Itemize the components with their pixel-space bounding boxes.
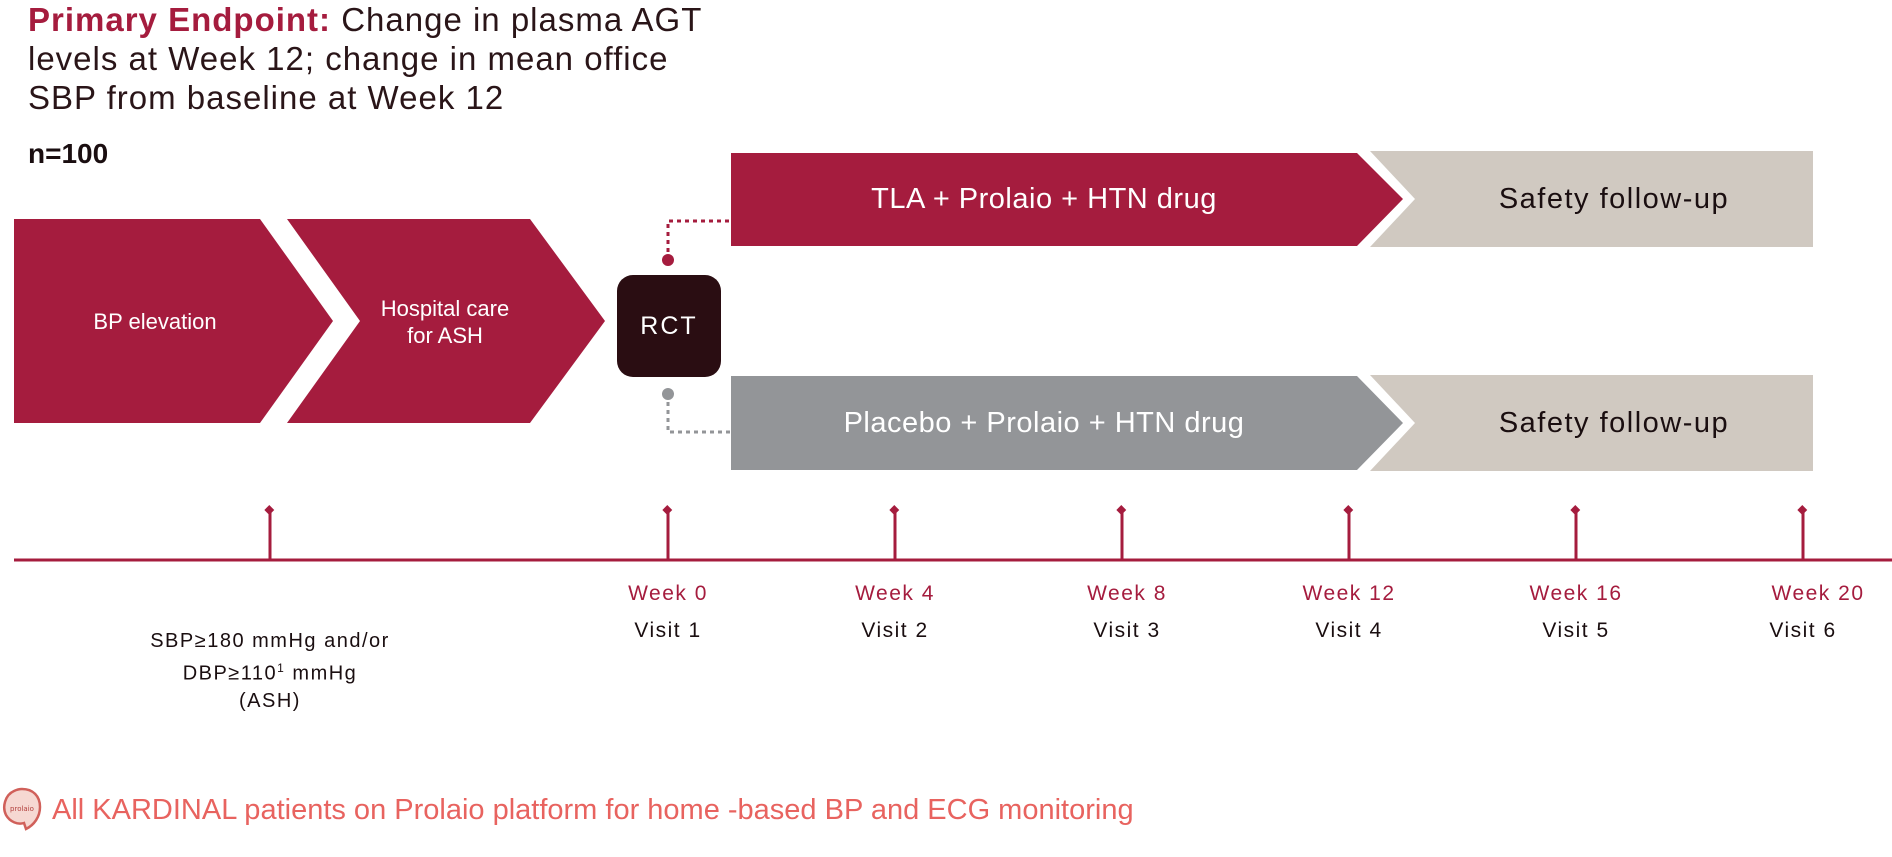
week-label: Week 16	[1529, 582, 1623, 605]
hospital-care-chevron	[287, 219, 605, 423]
placebo-arm-follow-up-label: Safety follow-up	[1498, 406, 1730, 439]
primary-endpoint-title: Primary Endpoint: Change in plasma AGT l…	[28, 0, 788, 117]
hospital-care-label-line2: for ASH	[407, 323, 483, 348]
rct-box: RCT	[617, 275, 721, 377]
entry-criteria-line3: (ASH)	[239, 689, 301, 712]
active-arm-treatment-label: TLA + Prolaio + HTN drug	[871, 183, 1217, 215]
timeline-tick-marker-week4	[889, 505, 900, 515]
timeline-ticks	[264, 505, 1808, 560]
connector-dot-placebo	[662, 388, 674, 400]
footer-note: All KARDINAL patients on Prolaio platfor…	[52, 794, 1134, 826]
endpoint-text-line3: SBP from baseline at Week 12	[28, 79, 505, 116]
visit-label: Visit 2	[861, 619, 929, 642]
endpoint-text-line1: Change in plasma AGT	[331, 1, 703, 38]
timeline-tick-marker-week16	[1570, 505, 1581, 515]
entry-criteria-line1: SBP≥180 mmHg and/or	[150, 630, 390, 652]
active-arm-treatment-arrow	[731, 153, 1403, 246]
active-arm-follow-up-band	[1370, 151, 1813, 247]
week-label: Week 0	[628, 582, 708, 605]
logo-text: prolaio	[10, 805, 34, 813]
connector-active-arm	[666, 219, 730, 260]
entry-criteria-line2: DBP≥1101 mmHg	[130, 655, 410, 688]
connector-dot-active	[662, 254, 674, 266]
visit-label: Visit 5	[1542, 619, 1610, 642]
visit-label: Visit 3	[1093, 619, 1161, 642]
timeline-tick-marker-week20	[1797, 505, 1808, 515]
entry-criteria-unit: mmHg	[285, 662, 358, 685]
week-label: Week 8	[1087, 582, 1167, 605]
placebo-arm-treatment-arrow	[731, 376, 1403, 470]
footnote-marker: 1	[277, 661, 286, 675]
timeline-tick-marker-week0	[662, 505, 673, 515]
week-label: Week 20	[1771, 582, 1865, 605]
placebo-arm-treatment-label: Placebo + Prolaio + HTN drug	[843, 406, 1245, 439]
connector-placebo-arm	[666, 394, 730, 434]
endpoint-text-line2: levels at Week 12; change in mean office	[28, 40, 669, 77]
timeline-tick-marker-screening	[264, 505, 275, 515]
timeline-tick-marker-week8	[1116, 505, 1127, 515]
placebo-arm-follow-up-band	[1370, 375, 1813, 471]
entry-criteria: SBP≥180 mmHg and/or DBP≥1101 mmHg (ASH)	[130, 628, 410, 715]
bp-elevation-label: BP elevation	[93, 308, 217, 334]
entry-criteria-dbp: DBP≥110	[182, 662, 278, 685]
bp-elevation-chevron	[14, 219, 333, 423]
prolaio-logo-icon: prolaio	[3, 787, 42, 831]
hospital-care-label: Hospital care for ASH	[350, 292, 540, 352]
timeline-tick-marker-week12	[1343, 505, 1354, 515]
primary-endpoint-label: Primary Endpoint:	[28, 1, 332, 38]
visit-label: Visit 6	[1769, 619, 1837, 642]
week-label: Week 12	[1302, 582, 1396, 605]
visit-label: Visit 1	[634, 619, 702, 642]
sample-size: n=100	[28, 138, 109, 169]
week-label: Week 4	[855, 582, 935, 605]
visit-label: Visit 4	[1315, 619, 1383, 642]
active-arm-follow-up-label: Safety follow-up	[1498, 182, 1730, 215]
hospital-care-label-line1: Hospital care	[380, 296, 510, 321]
